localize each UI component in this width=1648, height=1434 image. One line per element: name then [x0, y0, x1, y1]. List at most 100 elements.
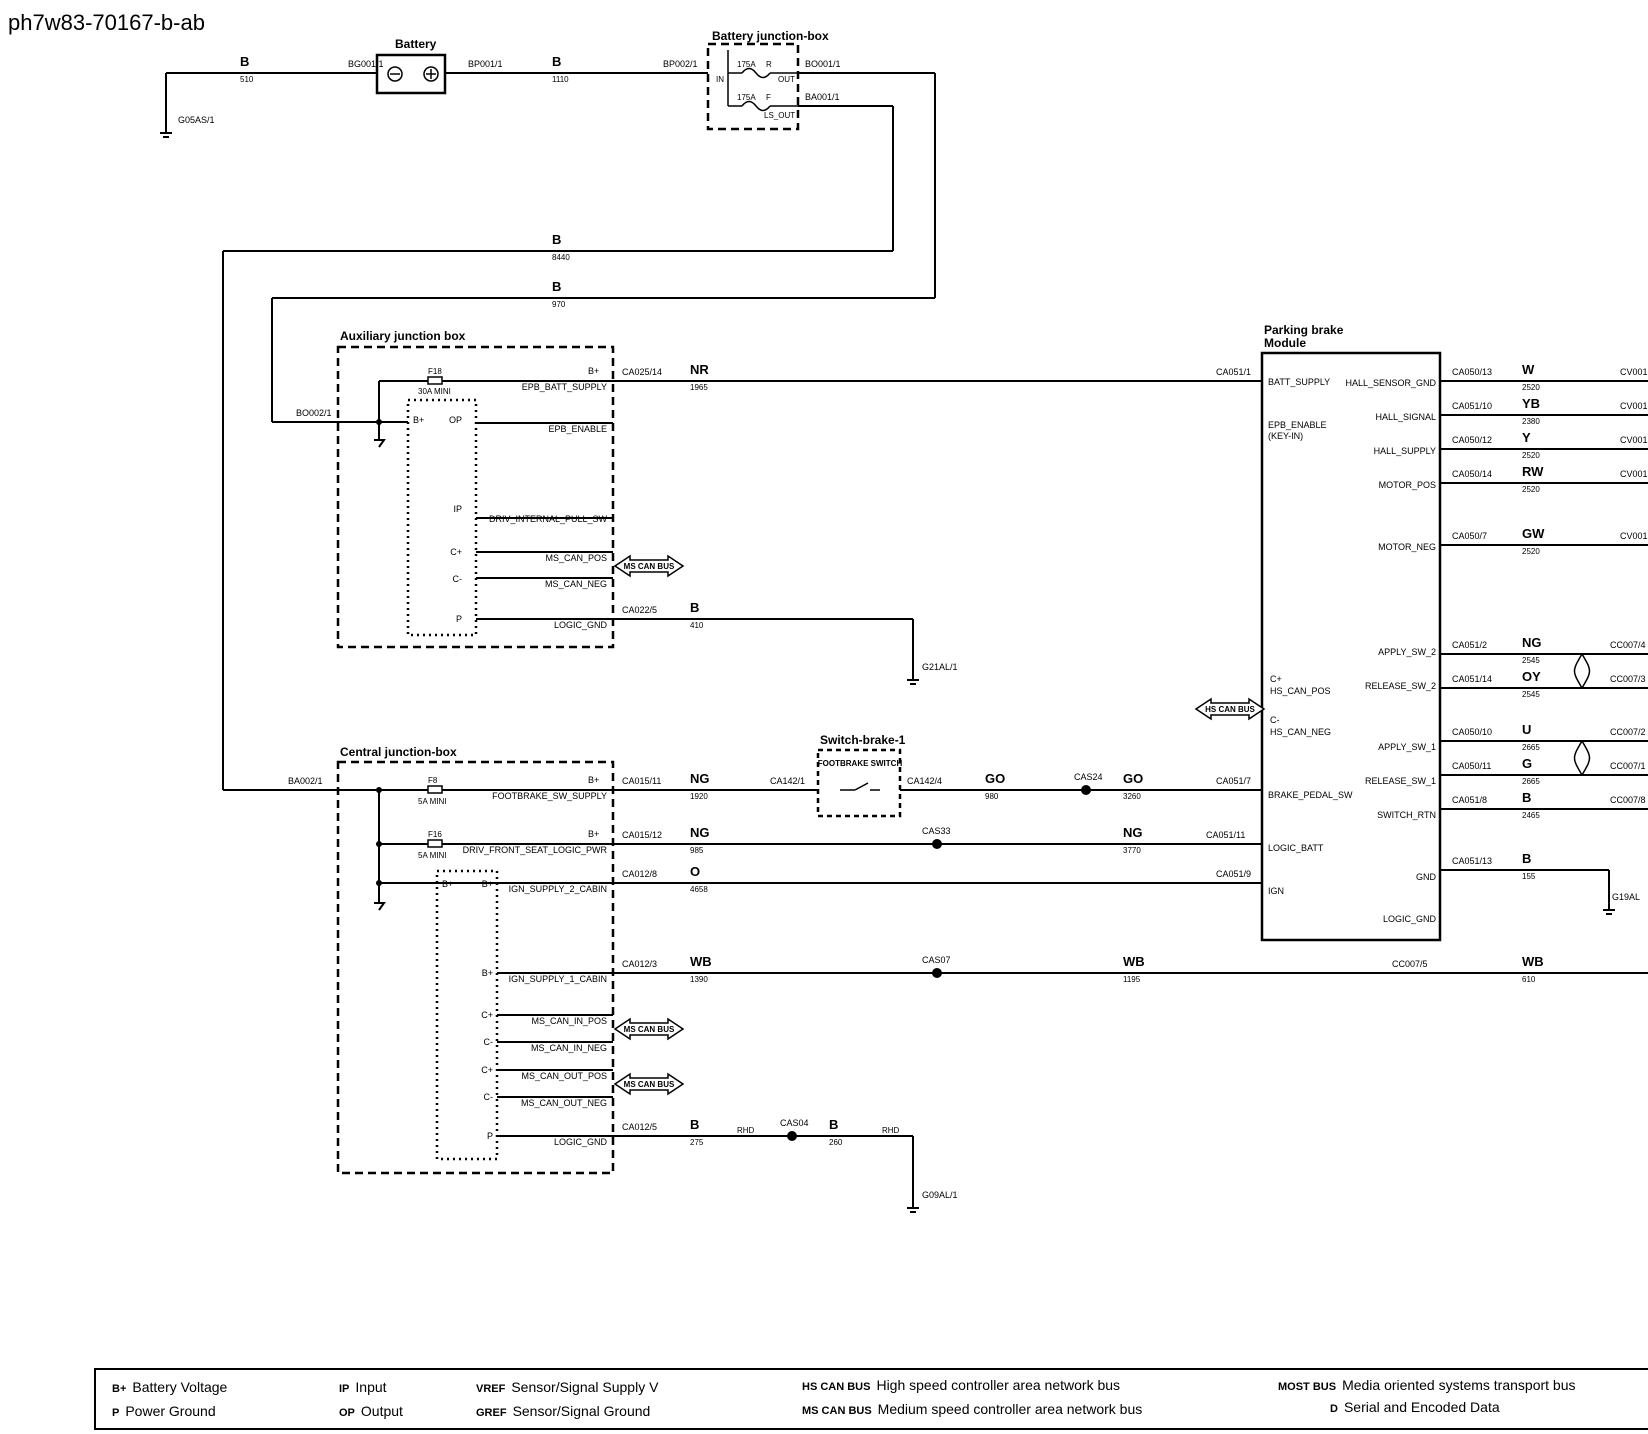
connector-label: CA051/2 — [1452, 640, 1487, 650]
connector-label: CA050/14 — [1452, 469, 1492, 479]
pin-label: EPB_ENABLE — [548, 424, 607, 434]
module-pin-label: HALL_SUPPLY — [1374, 446, 1436, 456]
wire-color-code: B — [1522, 851, 1531, 866]
connector-label: CC007/8 — [1610, 795, 1646, 805]
pin-label: C+ — [481, 1065, 493, 1075]
wire-color-code: B — [552, 279, 561, 294]
wire-color-code: B — [1522, 790, 1531, 805]
wire-circuit-number: 410 — [690, 621, 704, 630]
wire-circuit-number: 260 — [829, 1138, 843, 1147]
fuse-label: RHD — [737, 1126, 755, 1135]
pin-label: FOOTBRAKE_SW_SUPPLY — [492, 791, 607, 801]
pin-label: B+ — [588, 829, 599, 839]
pin-label: B+ — [588, 775, 599, 785]
fuse-label: RHD — [882, 1126, 900, 1135]
fuse-label: 5A MINI — [418, 797, 446, 806]
wire-color-code: B — [552, 232, 561, 247]
wire-circuit-number: 155 — [1522, 872, 1536, 881]
wire-circuit-number: 2380 — [1522, 417, 1540, 426]
fuse-label: R — [766, 60, 772, 69]
fuse-label: LS_OUT — [764, 111, 795, 120]
fuse-label: OUT — [778, 75, 795, 84]
wire-circuit-number: 1390 — [690, 975, 708, 984]
wire-circuit-number: 970 — [552, 300, 566, 309]
module-pin-label: HS_CAN_POS — [1270, 686, 1331, 696]
wire-circuit-number: 2520 — [1522, 485, 1540, 494]
wire-circuit-number: 980 — [985, 792, 999, 801]
wire-color-code: Y — [1522, 430, 1531, 445]
connector-label: G09AL/1 — [922, 1190, 958, 1200]
pin-label: LOGIC_GND — [554, 1137, 608, 1147]
connector-label: BG001/1 — [348, 59, 384, 69]
connector-label: CA051/10 — [1452, 401, 1492, 411]
connector-label: CV001 — [1620, 435, 1648, 445]
pin-label: OP — [449, 415, 462, 425]
pin-label: EPB_BATT_SUPPLY — [522, 382, 607, 392]
pin-label: LOGIC_GND — [554, 620, 608, 630]
connector-label: CA051/1 — [1216, 367, 1251, 377]
pin-label: B+ — [482, 968, 493, 978]
wire-circuit-number: 1195 — [1123, 975, 1141, 984]
wire-circuit-number: 3770 — [1123, 846, 1141, 855]
wire-color-code: GW — [1522, 526, 1545, 541]
connector-label: CAS04 — [780, 1118, 809, 1128]
wire-color-code: WB — [1522, 954, 1544, 969]
wire-color-code: GO — [1123, 771, 1143, 786]
pin-label: P — [456, 614, 462, 624]
module-pin-label: LOGIC_BATT — [1268, 843, 1324, 853]
wire-color-code: NR — [690, 362, 709, 377]
module-pin-label: C+ — [1270, 674, 1282, 684]
module-pin-label: MOTOR_POS — [1379, 480, 1436, 490]
pin-label: C- — [484, 1037, 494, 1047]
wire-color-code: B — [690, 1117, 699, 1132]
fuse-label: 5A MINI — [418, 851, 446, 860]
module-pin-label: C- — [1270, 715, 1280, 725]
pin-label: C+ — [450, 547, 462, 557]
connector-label: CAS33 — [922, 826, 951, 836]
connector-label: CA051/11 — [1206, 830, 1245, 840]
connector-label: CA050/12 — [1452, 435, 1492, 445]
module-pin-label: RELEASE_SW_2 — [1365, 681, 1436, 691]
wire-circuit-number: 1965 — [690, 383, 708, 392]
parking-brake-module-title-2: Module — [1264, 336, 1306, 350]
connector-label: CV001 — [1620, 367, 1648, 377]
wiring-diagram: Battery Battery junction-box Auxiliary j… — [160, 29, 1648, 1213]
connector-label: BO002/1 — [296, 408, 332, 418]
wire-circuit-number: 1110 — [552, 75, 569, 84]
fuse-label: 175A — [737, 93, 756, 102]
connector-label: CA051/7 — [1216, 776, 1251, 786]
pin-label: B+ — [413, 415, 424, 425]
connector-label: CA142/1 — [770, 776, 805, 786]
fuse-label: F16 — [428, 830, 442, 839]
wire-color-code: WB — [1123, 954, 1145, 969]
module-pin-label: APPLY_SW_1 — [1378, 742, 1436, 752]
connector-label: CA051/13 — [1452, 856, 1492, 866]
pin-label: MS_CAN_IN_POS — [531, 1016, 607, 1026]
module-pin-label: RELEASE_SW_1 — [1365, 776, 1436, 786]
wire-color-code: B — [552, 54, 561, 69]
wire-circuit-number: 1920 — [690, 792, 708, 801]
pin-label: P — [487, 1131, 493, 1141]
connector-label: CAS07 — [922, 955, 951, 965]
module-pin-label: (KEY-IN) — [1268, 431, 1303, 441]
can-bus-label: HS CAN BUS — [1205, 705, 1255, 714]
connector-label: CA051/14 — [1452, 674, 1492, 684]
wire-circuit-number: 3260 — [1123, 792, 1141, 801]
pin-label: IGN_SUPPLY_2_CABIN — [509, 884, 607, 894]
connector-label: BP001/1 — [468, 59, 503, 69]
connector-label: G05AS/1 — [178, 115, 215, 125]
wire-circuit-number: 4658 — [690, 885, 708, 894]
connector-label: CC007/5 — [1392, 959, 1428, 969]
module-pin-label: SWITCH_RTN — [1377, 810, 1436, 820]
connector-label: CA015/12 — [622, 830, 662, 840]
wire-circuit-number: 2520 — [1522, 451, 1540, 460]
module-pin-label: BRAKE_PEDAL_SW — [1268, 790, 1353, 800]
